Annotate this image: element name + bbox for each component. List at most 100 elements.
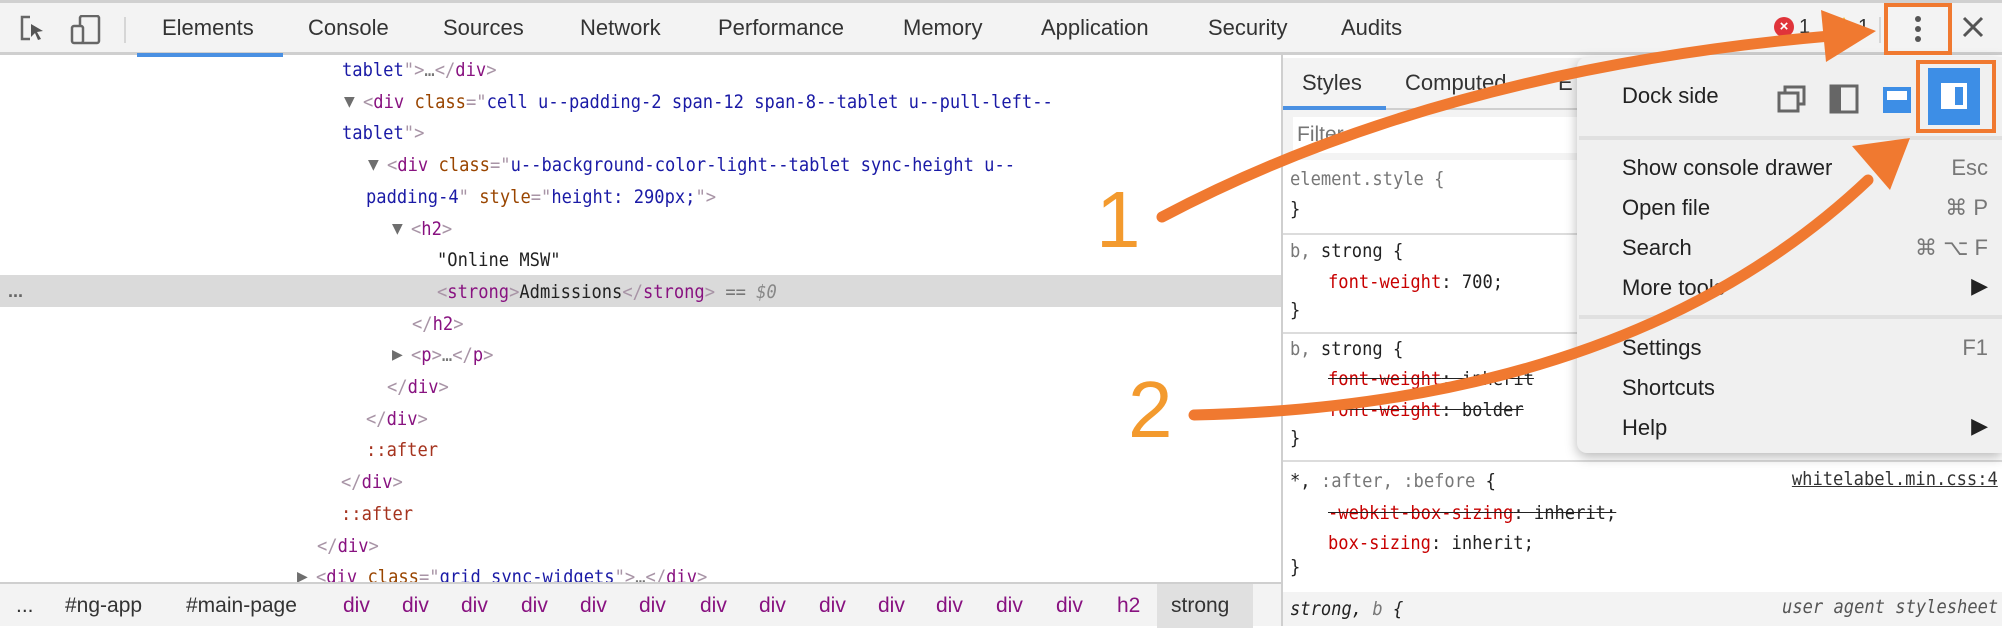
collapse-triangle-icon[interactable]: ▼ <box>392 221 403 237</box>
dom-node-line[interactable]: </div> <box>317 530 379 562</box>
rule-element-style-selector[interactable]: element.style { <box>1290 164 1444 194</box>
dom-node-line[interactable]: <strong>Admissions</strong> == $0 <box>437 276 777 308</box>
shortcut-label: ⌘ P <box>1945 195 1988 220</box>
tab-styles[interactable]: Styles <box>1302 70 1362 95</box>
dom-token: </ <box>452 344 473 366</box>
breadcrumb-item[interactable]: div <box>878 594 905 617</box>
undock-icon[interactable] <box>1777 84 1807 119</box>
rule-b-strong-selector[interactable]: b, strong { <box>1290 236 1403 266</box>
menu-item-shortcuts[interactable]: Shortcuts <box>1622 375 1715 400</box>
dom-node-line[interactable]: </div> <box>341 466 403 498</box>
tab-network[interactable]: Network <box>580 15 661 40</box>
tab-audits[interactable]: Audits <box>1341 15 1403 40</box>
dom-node-line[interactable]: </div> <box>366 403 428 435</box>
breadcrumb-overflow[interactable]: ... <box>16 594 34 617</box>
breadcrumb-item[interactable]: div <box>343 594 370 617</box>
property-name: font-weight <box>1328 399 1442 421</box>
dom-node-line[interactable]: <p>…</p> <box>411 339 493 371</box>
menu-item-more-tools[interactable]: More tools <box>1622 275 1725 300</box>
expand-triangle-icon[interactable]: ▶ <box>297 569 308 582</box>
error-icon[interactable]: × <box>1774 17 1794 37</box>
breadcrumb-item[interactable]: div <box>936 594 963 617</box>
dom-node-line[interactable]: ::after <box>341 498 413 530</box>
selected-node-row[interactable] <box>0 275 1281 307</box>
breadcrumb-item[interactable]: div <box>996 594 1023 617</box>
declaration[interactable]: box-sizing: inherit; <box>1328 528 1534 558</box>
tab-sources[interactable]: Sources <box>443 15 524 40</box>
dom-node-line[interactable]: </div> <box>387 371 449 403</box>
overridden-declaration[interactable]: font-weight: bolder <box>1328 395 1524 425</box>
breadcrumb-item[interactable]: div <box>461 594 488 617</box>
breadcrumb-item[interactable]: div <box>521 594 548 617</box>
dom-token: div <box>397 154 429 176</box>
device-toolbar-icon[interactable] <box>70 14 102 50</box>
menu-item-help[interactable]: Help <box>1622 415 1668 440</box>
dock-right-button[interactable] <box>1928 68 1980 125</box>
menu-item-settings[interactable]: Settings <box>1622 335 1702 360</box>
error-count[interactable]: 1 <box>1799 16 1811 38</box>
breadcrumb-item[interactable]: #ng-app <box>65 594 143 617</box>
user-agent-stylesheet-label: user agent stylesheet <box>1781 596 1998 618</box>
dom-node-line[interactable]: </h2> <box>412 308 464 340</box>
close-devtools-icon[interactable] <box>1962 15 1984 44</box>
dom-node-line[interactable]: tablet"> <box>342 117 424 149</box>
breadcrumb-item[interactable]: strong <box>1171 594 1230 617</box>
dom-token: > <box>509 281 520 303</box>
menu-item-search[interactable]: Search <box>1622 235 1692 260</box>
rule-b-strong-selector[interactable]: b, strong { <box>1290 334 1403 364</box>
breadcrumb-item[interactable]: div <box>639 594 666 617</box>
tab-computed[interactable]: Computed <box>1405 70 1507 95</box>
collapse-triangle-icon[interactable]: ▼ <box>344 94 355 110</box>
warning-count[interactable]: 1 <box>1858 16 1870 38</box>
menu-item-show-console-drawer[interactable]: Show console drawer <box>1622 155 1833 180</box>
breadcrumb-item[interactable]: div <box>1056 594 1083 617</box>
dom-node-line[interactable]: tablet">…</div> <box>342 58 497 86</box>
rule-universal-selector[interactable]: *, :after, :before { <box>1290 466 1496 496</box>
dom-node-line[interactable]: ::after <box>366 434 438 466</box>
selector-brace: { <box>1382 598 1404 620</box>
dom-token: class <box>428 154 490 176</box>
breadcrumb-item[interactable]: #main-page <box>186 594 297 617</box>
selector-dim: b <box>1372 598 1383 620</box>
dom-token: div <box>407 376 439 398</box>
breadcrumb-item[interactable]: div <box>819 594 846 617</box>
expand-triangle-icon[interactable]: ▶ <box>392 347 403 363</box>
dock-left-icon[interactable] <box>1829 84 1859 119</box>
collapse-triangle-icon[interactable]: ▼ <box>368 157 379 173</box>
tab-memory[interactable]: Memory <box>903 15 983 40</box>
dom-token: div <box>361 471 393 493</box>
more-options-kebab-icon[interactable] <box>1914 15 1921 48</box>
breadcrumb-item[interactable]: h2 <box>1117 594 1141 617</box>
declaration[interactable]: font-weight: 700; <box>1328 267 1503 297</box>
selector[interactable]: strong, b { <box>1290 594 1403 624</box>
breadcrumb-item[interactable]: div <box>402 594 429 617</box>
inspect-element-icon[interactable] <box>20 15 46 48</box>
dom-node-line[interactable]: <div class="u--background-color-light--t… <box>387 149 1015 181</box>
overridden-declaration[interactable]: -webkit-box-sizing: inherit; <box>1328 498 1616 528</box>
dom-node-line[interactable]: <h2> <box>411 213 452 245</box>
tab-console[interactable]: Console <box>308 15 389 40</box>
dom-node-line[interactable]: "Online MSW" <box>437 244 561 276</box>
dom-token: class <box>357 566 419 582</box>
tab-application[interactable]: Application <box>1041 15 1149 40</box>
tab-performance[interactable]: Performance <box>718 15 844 40</box>
breadcrumb-item[interactable]: div <box>759 594 786 617</box>
warning-icon[interactable] <box>1834 17 1854 35</box>
selected-gutter-ellipsis[interactable]: ... <box>8 281 24 301</box>
dom-token: < <box>411 344 422 366</box>
breadcrumb-item[interactable]: div <box>700 594 727 617</box>
tab-security[interactable]: Security <box>1208 15 1288 40</box>
dom-token: > <box>624 566 636 582</box>
dock-bottom-icon[interactable] <box>1883 87 1911 118</box>
overridden-declaration[interactable]: font-weight: inherit <box>1328 364 1534 394</box>
dom-token: " <box>403 122 415 144</box>
tab-elements[interactable]: Elements <box>162 15 254 40</box>
dom-node-line[interactable]: <div class="cell u--padding-2 span-12 sp… <box>363 86 1053 118</box>
tab-event-listeners[interactable]: E <box>1558 70 1573 95</box>
stylesheet-source-link[interactable]: whitelabel.min.css:4 <box>1792 468 1998 490</box>
menu-item-open-file[interactable]: Open file <box>1622 195 1711 220</box>
dom-token: div <box>455 59 487 81</box>
breadcrumb-item[interactable]: div <box>580 594 607 617</box>
dom-node-line[interactable]: padding-4" style="height: 290px;"> <box>366 181 716 213</box>
dom-node-line[interactable]: <div class="grid sync-widgets">…</div> <box>316 561 707 582</box>
